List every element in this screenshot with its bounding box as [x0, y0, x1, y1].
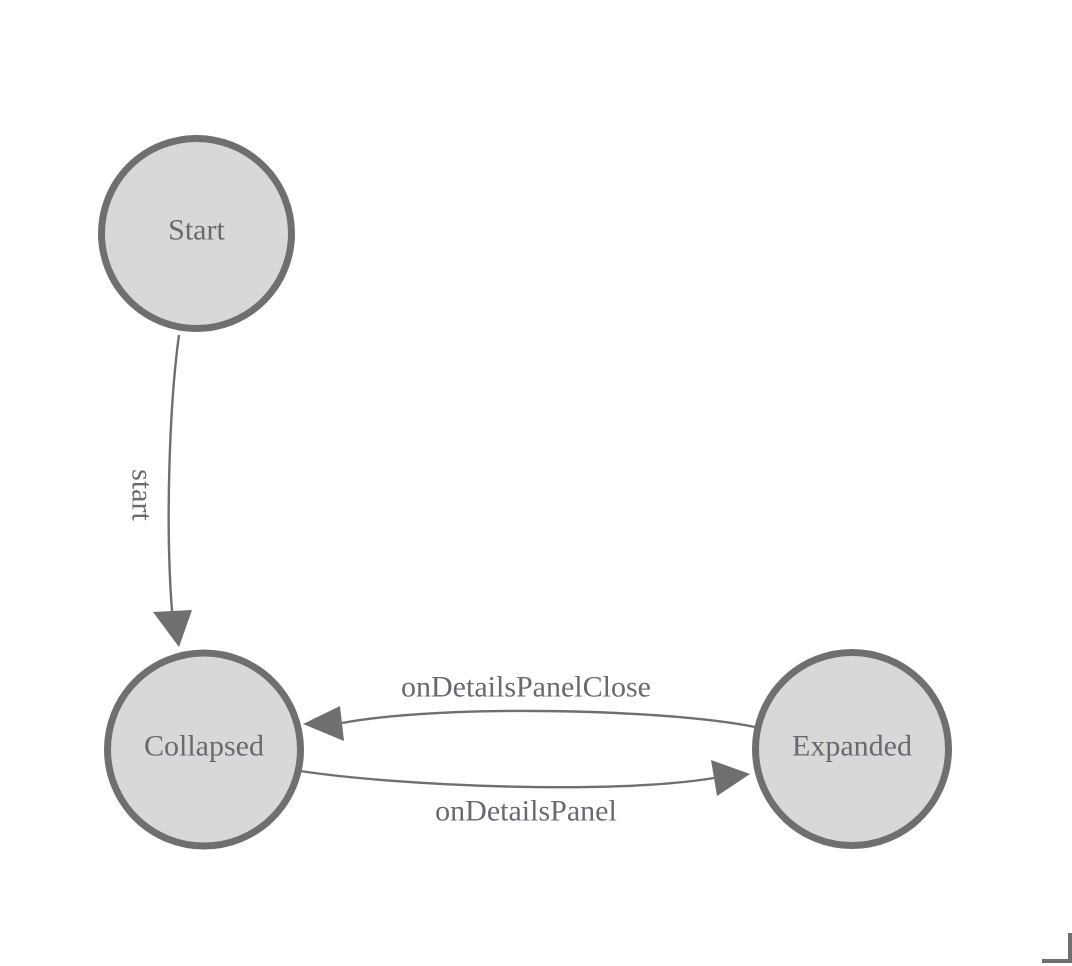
node-label-collapsed: Collapsed [144, 729, 264, 763]
state-node-start[interactable] [98, 135, 295, 332]
state-node-expanded[interactable] [752, 649, 952, 849]
edge-label-ondetailspanelclose: onDetailsPanelClose [401, 670, 651, 704]
arrowhead-right-icon [711, 760, 750, 796]
edge-collapsed-to-expanded [299, 769, 715, 789]
node-label-expanded: Expanded [792, 729, 912, 763]
arrowhead-down-icon [153, 610, 192, 647]
edge-start-to-collapsed [167, 334, 181, 612]
canvas-corner-border-horizontal [1042, 959, 1072, 963]
arrowhead-left-icon [303, 706, 344, 741]
edge-expanded-to-collapsed [341, 709, 756, 729]
node-label-start: Start [168, 213, 225, 247]
edge-label-start: start [125, 469, 159, 521]
edge-label-ondetailspanel: onDetailsPanel [435, 794, 617, 828]
canvas-corner-border-vertical [1068, 933, 1072, 963]
state-node-collapsed[interactable] [104, 649, 304, 850]
